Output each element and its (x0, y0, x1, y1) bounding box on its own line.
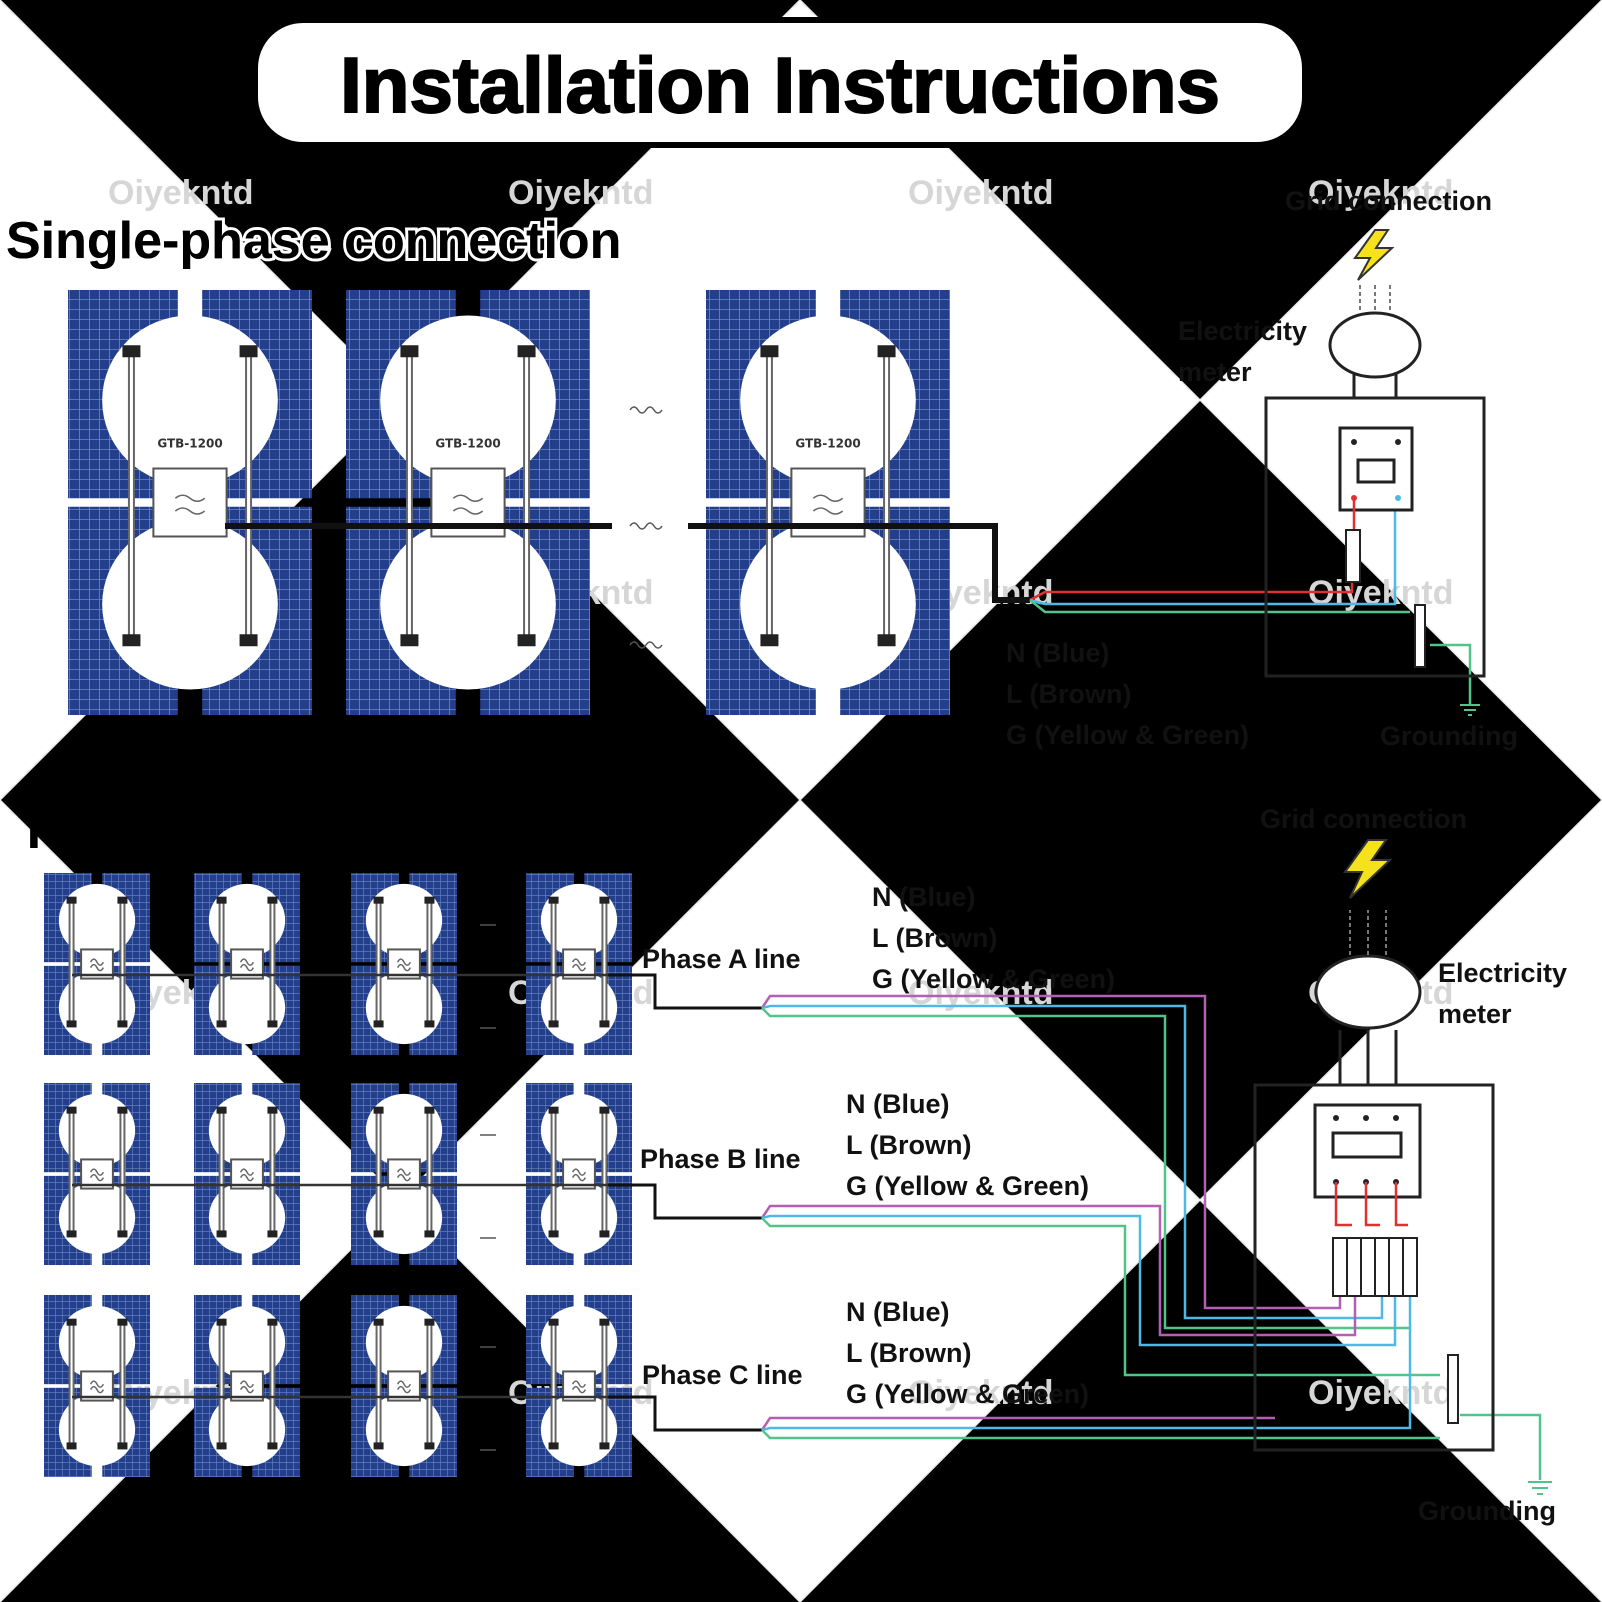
single-meter-label: Electricity (1178, 316, 1307, 346)
solar-panel-unit: GTB-1200 (346, 290, 590, 715)
watermark: Oiyekntd (908, 174, 1053, 212)
solar-panel-unit: GTB-1200 (68, 290, 312, 715)
phase-b-ground-label: G (Yellow & Green) (846, 1171, 1089, 1201)
microinverter (80, 1158, 114, 1190)
phase-a-ground-label: G (Yellow & Green) (872, 964, 1115, 994)
three-electricity-meter (1314, 910, 1422, 1030)
single-meter-label: meter (1178, 357, 1252, 387)
microinverter (230, 1158, 264, 1190)
phase-b-line-label: L (Brown) (846, 1130, 971, 1160)
single-phase-heading: Single-phase connection (6, 212, 621, 270)
title-banner: Installation Instructions (252, 17, 1308, 148)
phase-c-ground-label: G (Yellow & Green) (846, 1379, 1089, 1409)
single-neutral-label: N (Blue) (1006, 638, 1110, 668)
single-ac-trunk-cable (225, 523, 1030, 603)
array-continuation-marks (629, 406, 663, 649)
single-line-label: L (Brown) (1006, 679, 1131, 709)
three-grid-connection-label: Grid connection (1260, 804, 1467, 834)
phase-a-label: Phase A line (642, 944, 801, 974)
lightning-bolt-icon (1343, 839, 1393, 899)
solar-panel-unit (526, 1083, 632, 1265)
inverter-model-label: GTB-1200 (435, 436, 500, 450)
watermark: Oiyekntd (108, 174, 253, 212)
watermark: Oiyekntd (1308, 174, 1453, 212)
single-distribution-box (1264, 370, 1486, 678)
solar-panel-unit (194, 873, 300, 1055)
microinverter (562, 1158, 596, 1190)
phase-c-label: Phase C line (642, 1360, 803, 1390)
three-phase-wires (608, 973, 1542, 1480)
microinverter (80, 948, 114, 980)
microinverter (80, 1370, 114, 1402)
solar-panel-unit (351, 1083, 457, 1265)
solar-panel-unit (351, 1295, 457, 1477)
phase-a-neutral-label: N (Blue) (872, 882, 976, 912)
inverter-model-label: GTB-1200 (795, 436, 860, 450)
phase-a-line-label: L (Brown) (872, 923, 997, 953)
watermark: Oiyekntd (508, 174, 653, 212)
solar-panel-unit (526, 873, 632, 1055)
solar-panel-unit (194, 1295, 300, 1477)
watermark: Oiyekntd (908, 1374, 1053, 1412)
three-phase-arrays (44, 873, 632, 1477)
three-grounding-label: Grounding (1418, 1496, 1556, 1526)
single-grid-connection-label: Grid connection (1285, 186, 1492, 216)
solar-panel-unit (44, 873, 150, 1055)
single-phase-arrays: GTB-1200 GTB-1200 GTB-1200 (68, 290, 950, 715)
microinverter (562, 948, 596, 980)
three-distribution-box (1253, 1030, 1495, 1452)
microinverter (387, 948, 421, 980)
solar-panel-unit (44, 1083, 150, 1265)
inverter-model-label: GTB-1200 (157, 436, 222, 450)
microinverter (230, 1370, 264, 1402)
lightning-bolt-icon (1353, 229, 1395, 281)
solar-panel-unit (526, 1295, 632, 1477)
solar-panel-unit (351, 873, 457, 1055)
single-grounding-label: Grounding (1380, 721, 1518, 751)
three-meter-label: Electricity (1438, 958, 1567, 988)
phase-b-label: Phase B line (640, 1144, 801, 1174)
phase-b-neutral-label: N (Blue) (846, 1089, 950, 1119)
single-electricity-meter (1328, 282, 1422, 379)
microinverter (152, 467, 228, 538)
solar-panel-unit: GTB-1200 (706, 290, 950, 715)
single-ground-wire-label: G (Yellow & Green) (1006, 720, 1249, 750)
page-title: Installation Instructions (340, 41, 1220, 129)
watermark: Oiyekntd (1308, 1374, 1453, 1412)
microinverter (387, 1158, 421, 1190)
three-ground-icon (1528, 1481, 1552, 1495)
solar-panel-unit (194, 1083, 300, 1265)
phase-c-line-label: L (Brown) (846, 1338, 971, 1368)
solar-panel-unit (44, 1295, 150, 1477)
three-meter-label: meter (1438, 999, 1512, 1029)
single-phase-heading: Single-phase connection (6, 212, 621, 270)
microinverter (562, 1370, 596, 1402)
three-phase-heading: Three-phase connection (18, 802, 619, 860)
phase-c-neutral-label: N (Blue) (846, 1297, 950, 1327)
microinverter (230, 948, 264, 980)
microinverter (387, 1370, 421, 1402)
single-ground-icon (1460, 704, 1480, 716)
